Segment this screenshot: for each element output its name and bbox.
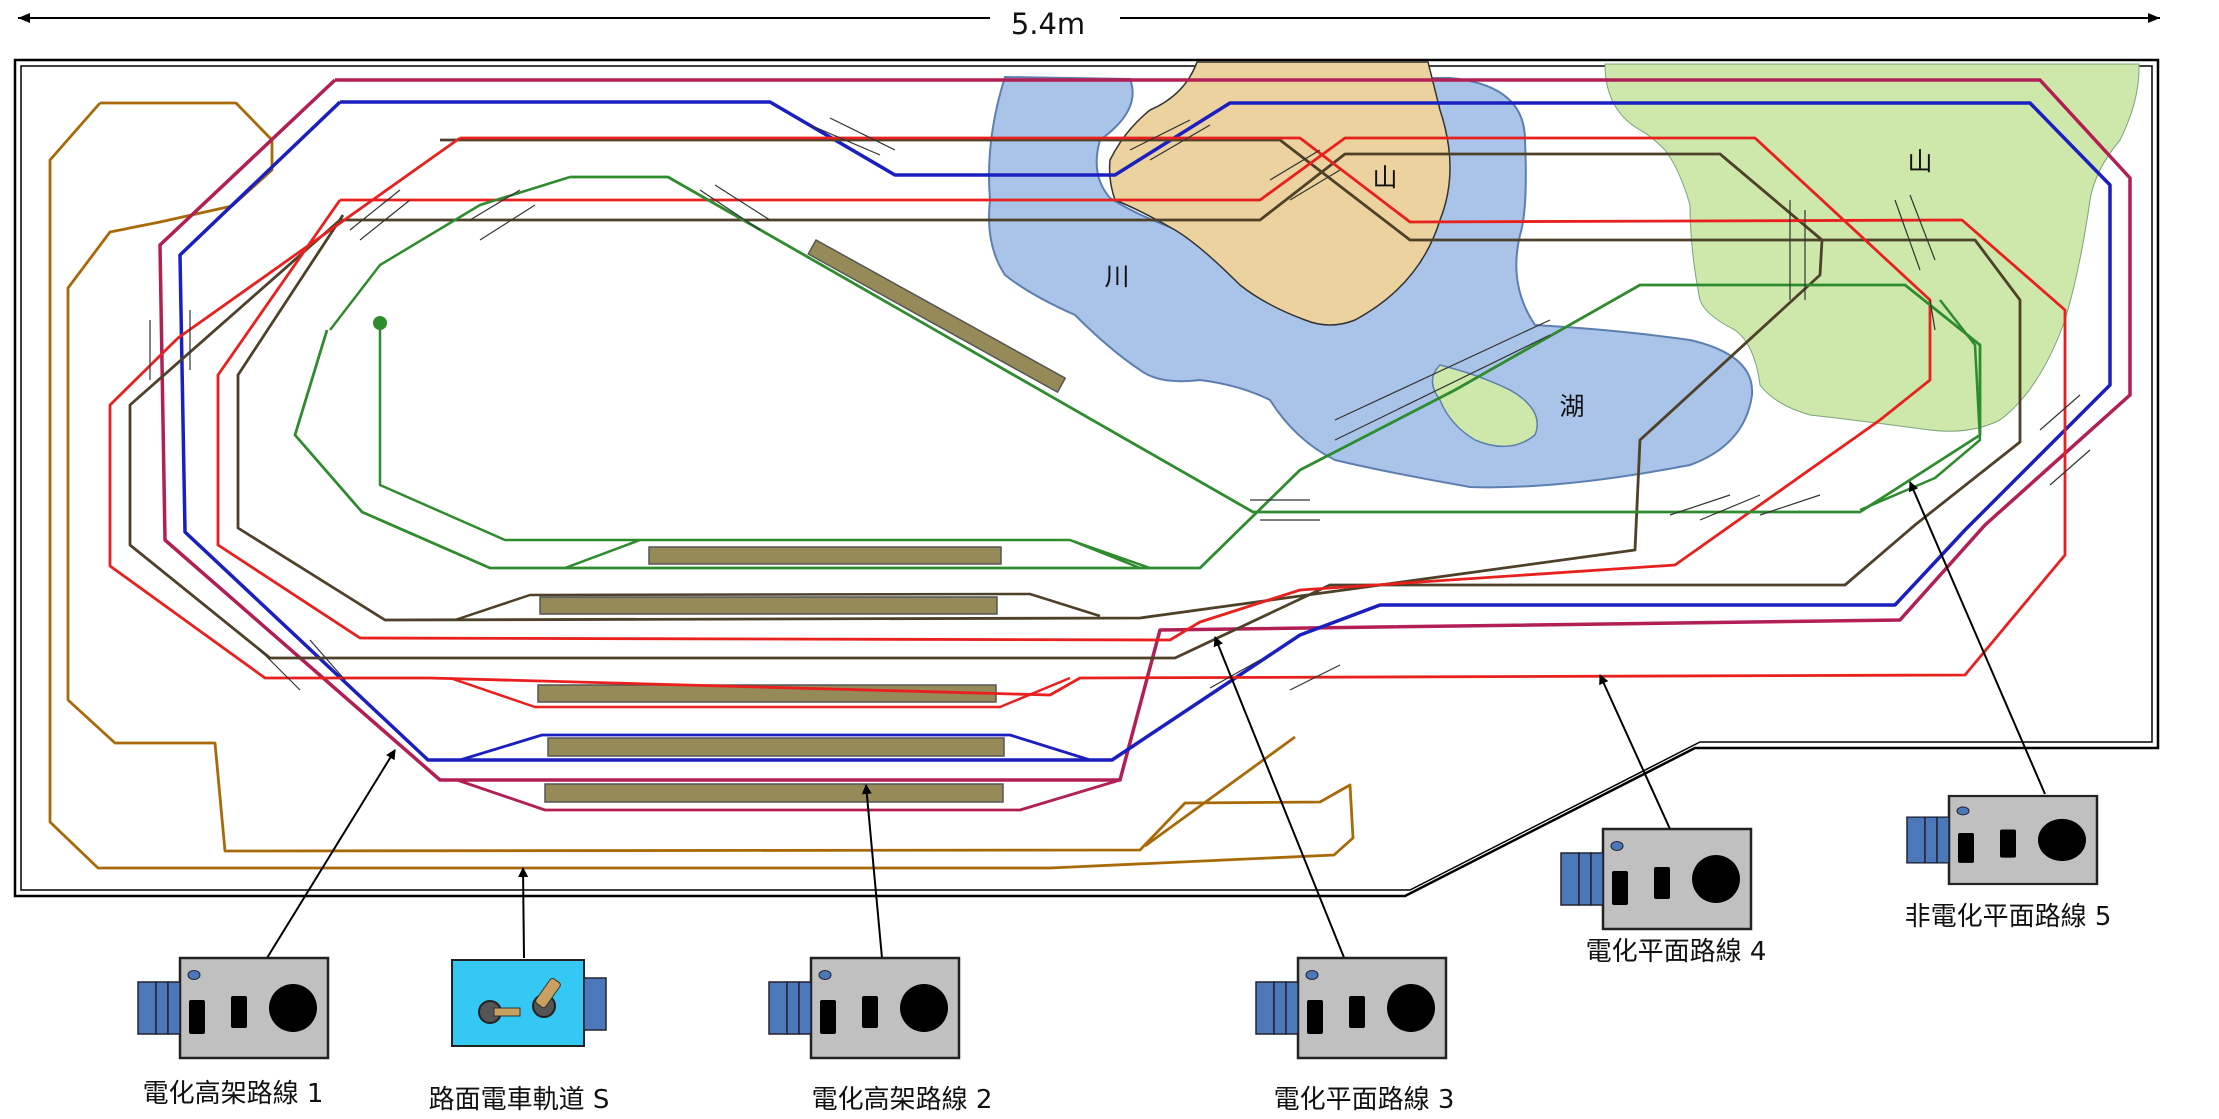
track-line2-station	[459, 733, 1091, 762]
controller-tram	[451, 959, 607, 1047]
controller-label-s: 路面電車軌道 S	[429, 1085, 610, 1115]
track-line5	[293, 175, 1982, 570]
controller-labels: 電化高架路線 1 路面電車軌道 S 電化高架路線 2 電化平面路線 3 電化平面…	[143, 902, 2112, 1115]
bridge-marks	[149, 117, 2091, 691]
controller-label-1: 電化高架路線 1	[143, 1079, 324, 1109]
dimension-label: 5.4m	[1011, 7, 1085, 41]
track-line4	[108, 136, 2067, 697]
track-line3-station	[454, 592, 1101, 622]
controller-line5	[1905, 794, 2099, 886]
controller-label-3: 電化平面路線 3	[1274, 1085, 1455, 1115]
track-line1-elevated	[158, 78, 2132, 782]
controller-label-2: 電化高架路線 2	[812, 1085, 993, 1115]
controller-line1	[136, 956, 330, 1060]
track-line3	[128, 138, 2022, 660]
controller-label-4: 電化平面路線 4	[1586, 937, 1767, 967]
connector-arrows	[266, 481, 2046, 961]
dimension-arrow: 5.4m	[18, 7, 2160, 41]
scenery: 川 湖 山 山	[988, 61, 2140, 489]
track-line2-elevated	[178, 100, 2112, 762]
baseboard-outline	[13, 58, 2160, 898]
mountain-right-label: 山	[1907, 147, 1932, 176]
platform-4	[547, 737, 1005, 757]
controller-line4	[1559, 827, 1753, 931]
platforms	[537, 238, 1067, 803]
controller-line2	[767, 956, 961, 1060]
controller-line3	[1254, 956, 1448, 1060]
river-label: 川	[1104, 262, 1129, 291]
platform-1	[648, 546, 1002, 565]
track-line4-inner	[216, 136, 1932, 642]
mountain-left-label: 山	[1372, 163, 1397, 192]
track-line4-station	[449, 676, 1071, 709]
platform-2	[539, 596, 998, 615]
track-tram-branch	[1144, 735, 1296, 848]
lake-label: 湖	[1559, 392, 1584, 421]
platform-diagonal	[807, 238, 1067, 394]
track-line5-inner	[329, 175, 1151, 570]
track-end-stop	[373, 316, 387, 330]
tracks	[48, 78, 2132, 870]
controller-label-5: 非電化平面路線 5	[1905, 902, 2112, 932]
track-line1-station	[440, 778, 1121, 812]
platform-5	[544, 783, 1004, 803]
